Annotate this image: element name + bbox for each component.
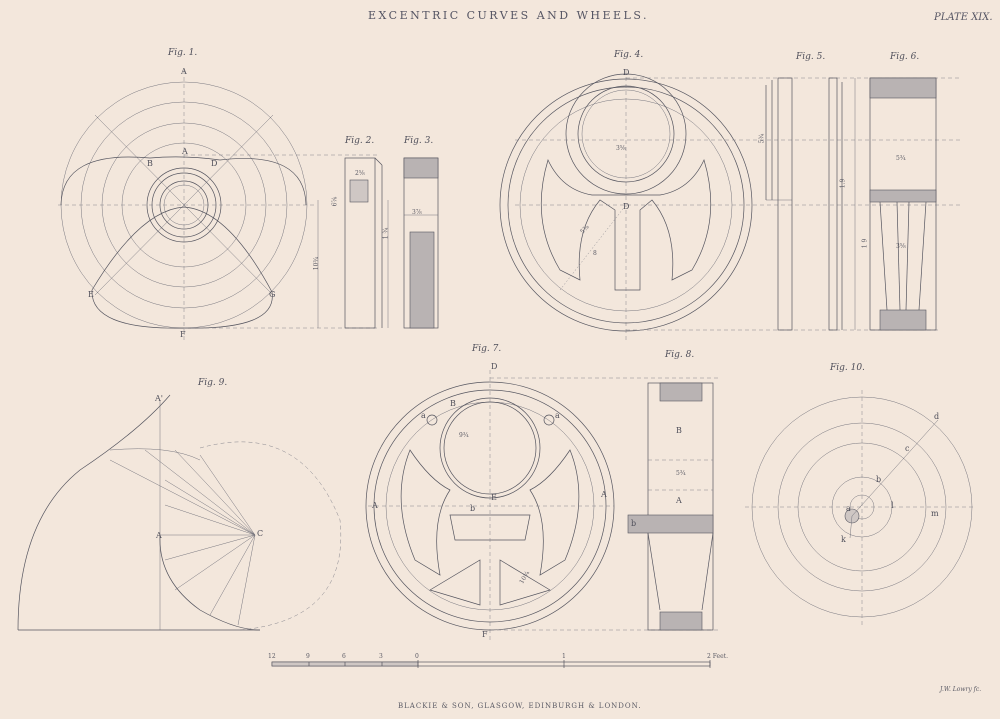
- fig10-point-l: l: [891, 501, 894, 510]
- fig1-point-d: D: [211, 159, 218, 168]
- fig8-drawing: [627, 382, 714, 631]
- fig5-caption: Fig. 5.: [796, 52, 826, 62]
- fig10-point-c: c: [905, 444, 910, 453]
- fig10-point-b: b: [876, 475, 882, 484]
- plate-number: PLATE XIX.: [934, 12, 993, 23]
- fig10-point-m: m: [931, 509, 939, 518]
- dimension-label: 1.9: [839, 178, 847, 189]
- fig7-point-d: D: [491, 362, 498, 371]
- dimension-label: 1 9: [861, 238, 869, 249]
- fig1-point-g: G: [269, 290, 276, 299]
- fig1-point-a-top: A: [181, 67, 187, 76]
- fig4-drawing: [499, 70, 960, 340]
- fig7-point-e: E: [491, 493, 497, 502]
- fig9-point-a: A: [156, 531, 162, 540]
- fig7-point-b: B: [450, 399, 456, 408]
- fig8-point-a: A: [676, 496, 682, 505]
- dimension-label: 2⅝: [355, 170, 365, 177]
- fig3-drawing: [403, 157, 439, 329]
- scale-tick-label: 1: [562, 653, 566, 660]
- dimension-label: 5¾: [676, 470, 686, 477]
- fig1-caption: Fig. 1.: [168, 48, 198, 58]
- fig3-caption: Fig. 3.: [404, 136, 434, 146]
- fig10-drawing: [745, 390, 975, 625]
- fig4-point-d-top: D: [623, 68, 630, 77]
- fig6-drawing: [869, 77, 937, 331]
- fig6-caption: Fig. 6.: [890, 52, 920, 62]
- fig10-point-k: k: [841, 535, 846, 544]
- fig1-drawing: [58, 70, 380, 340]
- fig7-caption: Fig. 7.: [472, 344, 502, 354]
- fig10-caption: Fig. 10.: [830, 363, 865, 373]
- fig9-drawing: [17, 394, 342, 631]
- fig4-point-d-center: D: [623, 202, 630, 211]
- scale-tick-label: 9: [306, 653, 310, 660]
- dimension-label: 3⅞: [412, 209, 422, 216]
- fig7-point-a-right: a: [555, 411, 560, 420]
- dimension-label: 5¾: [896, 155, 906, 162]
- fig7-point-a-left: a: [421, 411, 426, 420]
- dimension-label: 10¾: [313, 256, 321, 271]
- dimension-label: 3⅝: [896, 243, 906, 250]
- fig2-caption: Fig. 2.: [345, 136, 375, 146]
- dimension-label: 3⅝: [616, 145, 626, 152]
- plate-title: EXCENTRIC CURVES AND WHEELS.: [368, 9, 649, 22]
- fig7-point-f: F: [482, 630, 488, 639]
- fig7-point-a-east: A: [601, 490, 607, 499]
- engraver-credit: J.W. Lowry fc.: [940, 686, 982, 693]
- scale-bar: [271, 660, 711, 668]
- dimension-label: 6⅝: [331, 196, 339, 207]
- publisher-imprint: BLACKIE & SON, GLASGOW, EDINBURGH & LOND…: [398, 702, 642, 710]
- fig2-drawing: [317, 157, 389, 329]
- scale-unit-label: 2 Feet.: [707, 653, 728, 660]
- fig10-point-a: a: [846, 504, 851, 513]
- fig7-point-b-lower: b: [470, 504, 476, 513]
- fig1-point-f: F: [180, 330, 186, 339]
- scale-tick-label: 12: [268, 653, 276, 660]
- scale-tick-label: 6: [342, 653, 346, 660]
- fig8-point-b: B: [676, 426, 682, 435]
- dimension-label: 1 ¾: [382, 227, 390, 240]
- fig4-caption: Fig. 4.: [614, 50, 644, 60]
- fig1-point-b: B: [147, 159, 153, 168]
- scale-tick-label: 0: [415, 653, 419, 660]
- dimension-label: 5¾: [758, 133, 766, 144]
- fig8-caption: Fig. 8.: [665, 350, 695, 360]
- fig9-point-a-prime: A': [155, 394, 163, 403]
- fig5-drawing: [765, 77, 856, 331]
- fig9-caption: Fig. 9.: [198, 378, 228, 388]
- fig7-drawing: [365, 370, 720, 640]
- fig9-point-c: C: [257, 529, 264, 538]
- fig1-point-a: A: [182, 147, 188, 156]
- dimension-label: 9¾: [459, 432, 469, 439]
- fig1-point-e: E: [88, 290, 94, 299]
- fig8-point-b-small: b: [631, 519, 637, 528]
- scale-tick-label: 3: [379, 653, 383, 660]
- dimension-label: 8: [593, 250, 597, 257]
- fig7-point-a-west: A: [372, 501, 378, 510]
- fig10-point-d: d: [934, 412, 940, 421]
